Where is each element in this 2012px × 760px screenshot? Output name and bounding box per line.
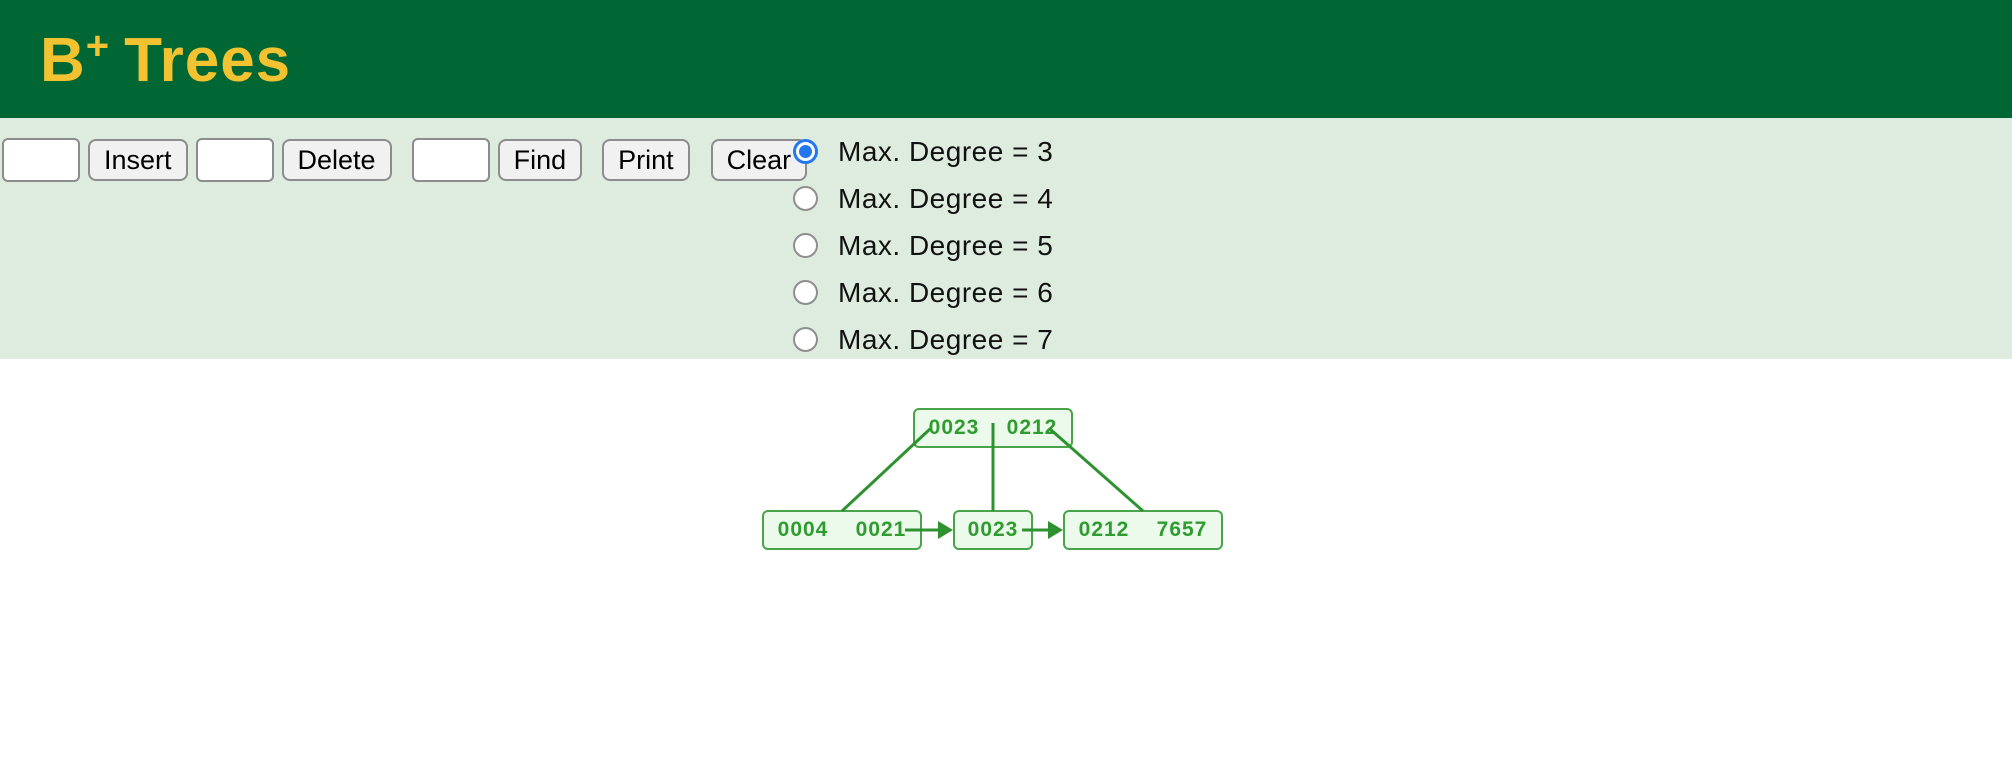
page-title: B+ Trees bbox=[40, 26, 291, 92]
print-button[interactable]: Print bbox=[602, 139, 690, 181]
insert-button[interactable]: Insert bbox=[88, 139, 188, 181]
tree-node-leaf-1: 0004 0021 bbox=[762, 510, 922, 550]
tree-key: 0021 bbox=[855, 518, 907, 541]
insert-input[interactable] bbox=[2, 138, 80, 182]
tree-node-root: 0023 0212 bbox=[913, 408, 1073, 448]
tree-key: 0212 bbox=[1006, 416, 1058, 439]
toolbar-band: Insert Delete Find Print Clear Max. Degr… bbox=[0, 118, 2012, 359]
radio-icon[interactable] bbox=[793, 327, 818, 352]
title-base: B bbox=[40, 26, 86, 95]
delete-input[interactable] bbox=[195, 138, 274, 182]
max-degree-option-6[interactable]: Max. Degree = 6 bbox=[793, 269, 1053, 316]
tree-key: 7657 bbox=[1156, 518, 1208, 541]
radio-icon[interactable] bbox=[793, 233, 818, 258]
max-degree-option-4[interactable]: Max. Degree = 4 bbox=[793, 175, 1053, 222]
max-degree-option-3[interactable]: Max. Degree = 3 bbox=[793, 128, 1053, 175]
clear-button[interactable]: Clear bbox=[710, 139, 808, 181]
find-button[interactable]: Find bbox=[497, 139, 583, 181]
radio-icon[interactable] bbox=[793, 139, 818, 164]
max-degree-radio-group: Max. Degree = 3 Max. Degree = 4 Max. Deg… bbox=[793, 128, 1053, 363]
max-degree-option-7[interactable]: Max. Degree = 7 bbox=[793, 316, 1053, 363]
tree-key: 0023 bbox=[928, 416, 980, 439]
tree-node-leaf-3: 0212 7657 bbox=[1063, 510, 1223, 550]
radio-icon[interactable] bbox=[793, 186, 818, 211]
max-degree-option-5[interactable]: Max. Degree = 5 bbox=[793, 222, 1053, 269]
title-rest: Trees bbox=[124, 26, 292, 95]
title-superscript-plus: + bbox=[85, 24, 111, 68]
find-input[interactable] bbox=[411, 138, 490, 182]
max-degree-label: Max. Degree = 3 bbox=[838, 135, 1054, 167]
app-header: B+ Trees bbox=[0, 0, 2012, 118]
max-degree-label: Max. Degree = 7 bbox=[838, 323, 1054, 355]
tree-key: 0212 bbox=[1078, 518, 1130, 541]
max-degree-label: Max. Degree = 5 bbox=[838, 229, 1054, 261]
max-degree-label: Max. Degree = 4 bbox=[838, 182, 1054, 214]
radio-icon[interactable] bbox=[793, 280, 818, 305]
tree-key: 0023 bbox=[967, 518, 1019, 541]
max-degree-label: Max. Degree = 6 bbox=[838, 276, 1054, 308]
tree-key: 0004 bbox=[777, 518, 829, 541]
delete-button[interactable]: Delete bbox=[281, 139, 392, 181]
toolbar: Insert Delete Find Print Clear bbox=[2, 138, 815, 182]
tree-node-leaf-2: 0023 bbox=[953, 510, 1033, 550]
